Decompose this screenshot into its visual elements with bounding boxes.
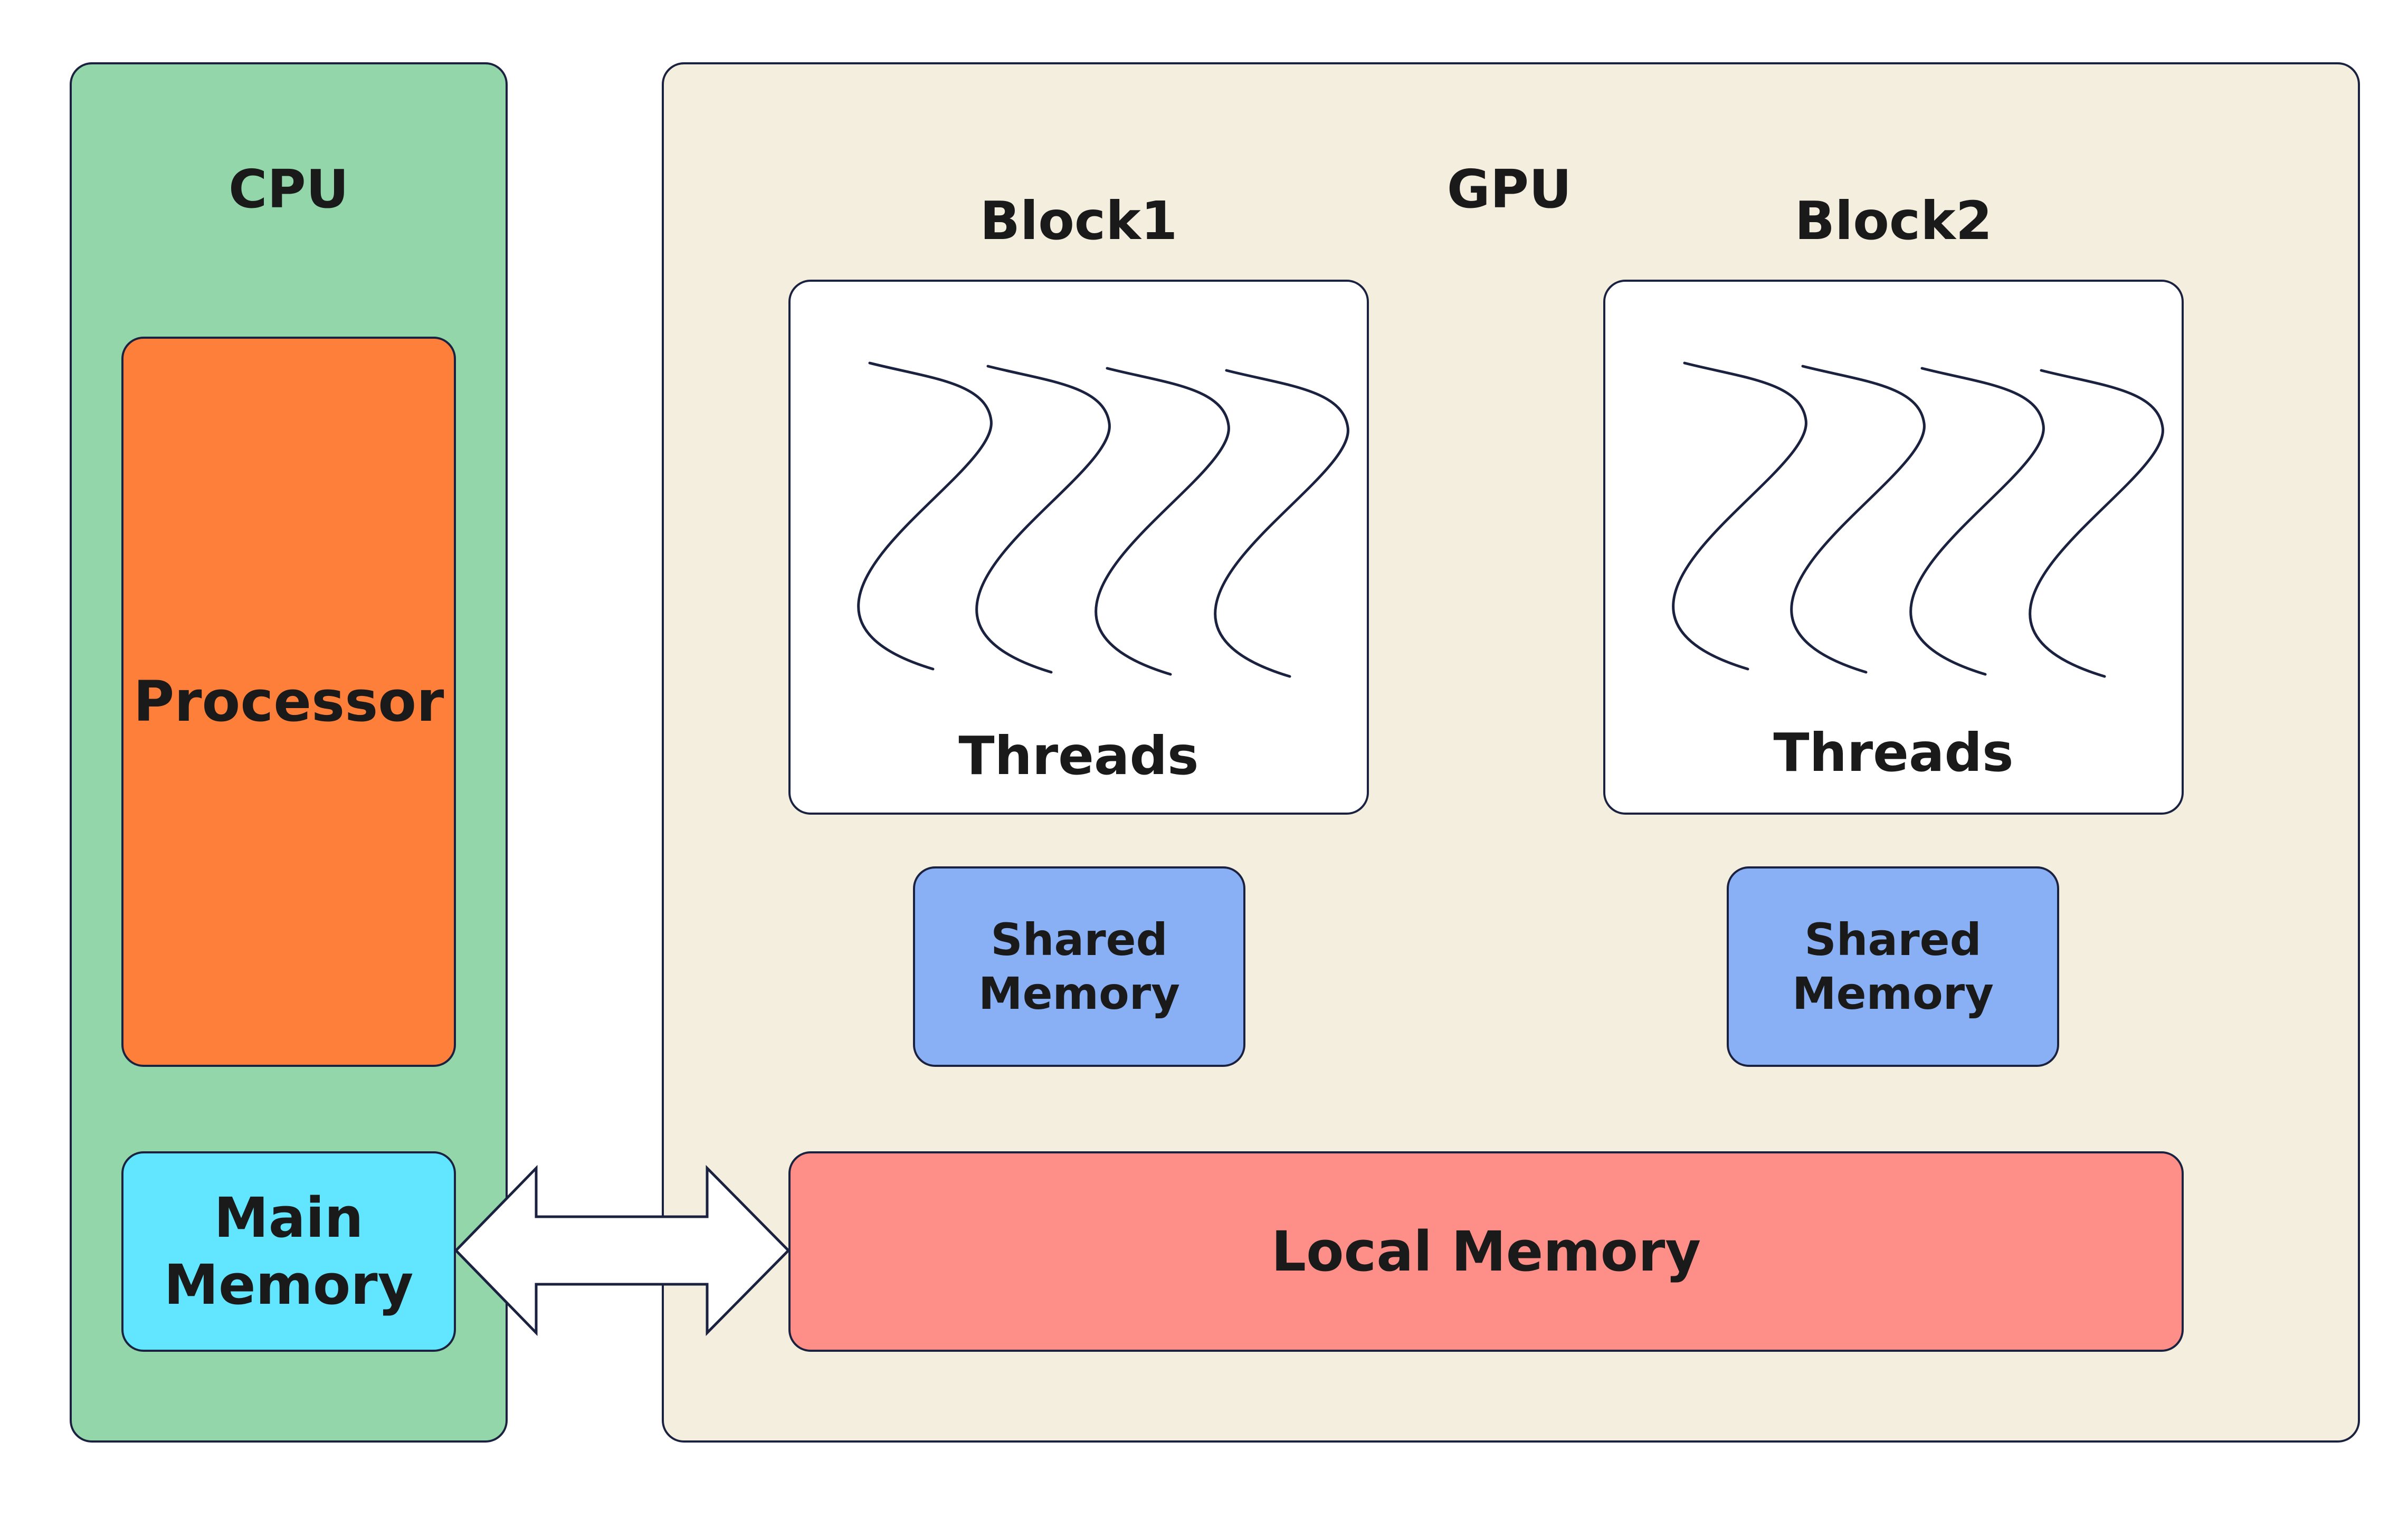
block1-thread-3 — [1094, 367, 1230, 676]
block2-thread-1 — [1672, 361, 1807, 671]
block1-thread-2 — [975, 365, 1111, 674]
block1-threads-icon — [857, 361, 1349, 678]
block1-title: Block1 — [979, 190, 1178, 252]
block2-thread-4 — [2029, 369, 2164, 678]
block2-shared-memory-box: Shared Memory — [1727, 866, 2059, 1067]
local-memory-box: Local Memory — [788, 1151, 2184, 1352]
block2-title: Block2 — [1794, 190, 1993, 252]
block1-thread-1 — [857, 361, 993, 671]
block1-shared-memory-line2: Memory — [978, 968, 1180, 1019]
block1-thread-4 — [1214, 369, 1349, 678]
main-memory-label-line1: Main — [214, 1186, 364, 1250]
block2-thread-3 — [1909, 367, 2045, 676]
local-memory-label: Local Memory — [1271, 1219, 1701, 1284]
cpu-title: CPU — [229, 158, 349, 220]
main-memory-label-line2: Memory — [164, 1253, 414, 1317]
block2-thread-2 — [1790, 365, 1926, 674]
block1-box: Threads — [788, 280, 1369, 815]
processor-label: Processor — [133, 669, 444, 734]
block1-shared-memory-line1: Shared — [991, 913, 1168, 966]
block1-shared-memory-box: Shared Memory — [913, 866, 1245, 1067]
block2-shared-memory-line1: Shared — [1804, 913, 1982, 966]
block2-shared-memory-line2: Memory — [1792, 968, 1994, 1019]
block1-threads-label: Threads — [958, 725, 1199, 787]
block2-box: Threads — [1603, 280, 2184, 815]
processor-box: Processor — [121, 337, 456, 1067]
gpu-title: GPU — [1446, 158, 1572, 220]
block2-threads-label: Threads — [1773, 722, 2014, 784]
block2-threads-icon — [1672, 361, 2164, 678]
main-memory-box: Main Memory — [121, 1151, 456, 1352]
